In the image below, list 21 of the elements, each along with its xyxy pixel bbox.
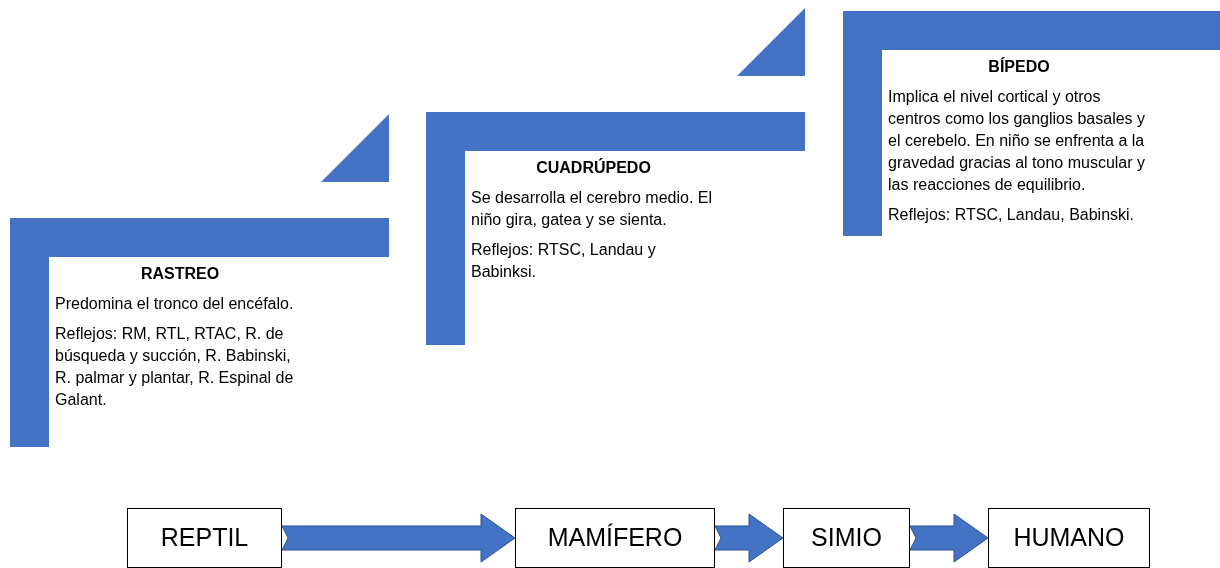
step-description: Implica el nivel cortical y otros centros como los ganglios basales y el cerebelo. En niño se enfrenta a la gravedad gracias al tono muscular y las reacciones de equilibrio. <box>888 87 1147 195</box>
stage-label: REPTIL <box>160 522 249 554</box>
stage-label: HUMANO <box>1013 522 1125 554</box>
step-heading: RASTREO <box>139 264 221 284</box>
reflex-list: Reflejos: RTSC, Landau y Babinksi. <box>471 239 716 283</box>
block-arrow <box>714 513 784 563</box>
step-heading: BÍPEDO <box>987 56 1051 77</box>
stage-box <box>988 508 1150 568</box>
step-heading: CUADRÚPEDO <box>535 157 652 178</box>
stage-label: MAMÍFERO <box>547 522 683 554</box>
step-frame <box>426 112 805 346</box>
stage-box <box>515 508 715 568</box>
stage-box <box>127 508 282 568</box>
stage-label: SIMIO <box>811 522 882 554</box>
block-arrow <box>909 513 989 563</box>
reflex-list: Reflejos: RM, RTL, RTAC, R. de búsqueda y succión, R. Babinski, R. palmar y plantar, R. Espinal de Galant. <box>55 323 305 411</box>
step-description: Se desarrolla el cerebro medio. El niño gira, gatea y se sienta. <box>471 188 713 230</box>
block-arrow <box>281 513 516 563</box>
step-description: Predomina el tronco del encéfalo. <box>55 294 295 314</box>
stage-box <box>783 508 910 568</box>
reflex-list: Reflejos: RTSC, Landau, Babinski. <box>888 204 1150 226</box>
